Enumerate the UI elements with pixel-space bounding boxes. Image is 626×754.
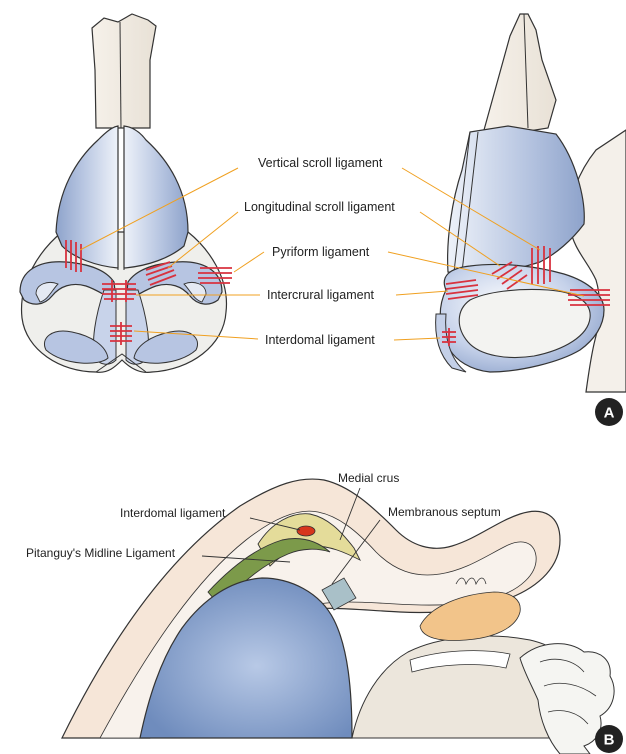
svg-text:B: B (604, 732, 615, 749)
interdomal-ligament-section (297, 526, 315, 536)
upper-lateral-cartilage-right (124, 126, 188, 268)
label-longitudinal-scroll-ligament: Longitudinal scroll ligament (244, 200, 395, 214)
front-view-nose (20, 14, 226, 372)
label-intercrural-ligament: Intercrural ligament (267, 288, 375, 302)
label-membranous-septum: Membranous septum (388, 505, 501, 519)
panel-a-badge: A (595, 398, 623, 426)
label-medial-crus: Medial crus (338, 471, 399, 485)
panel-b-badge: B (595, 725, 623, 753)
label-pyriform-ligament: Pyriform ligament (272, 245, 370, 259)
svg-text:A: A (604, 405, 615, 422)
lateral-nasal-bone (484, 14, 556, 134)
label-interdomal-ligament-b: Interdomal ligament (120, 506, 226, 520)
label-interdomal-ligament: Interdomal ligament (265, 333, 375, 347)
profile-skin (569, 130, 626, 392)
sagittal-section (62, 479, 614, 754)
label-pitanguy-midline-ligament: Pitanguy's Midline Ligament (26, 546, 176, 560)
nasal-bones (92, 14, 156, 128)
label-vertical-scroll-ligament: Vertical scroll ligament (258, 156, 383, 170)
lateral-view-nose (436, 14, 626, 392)
